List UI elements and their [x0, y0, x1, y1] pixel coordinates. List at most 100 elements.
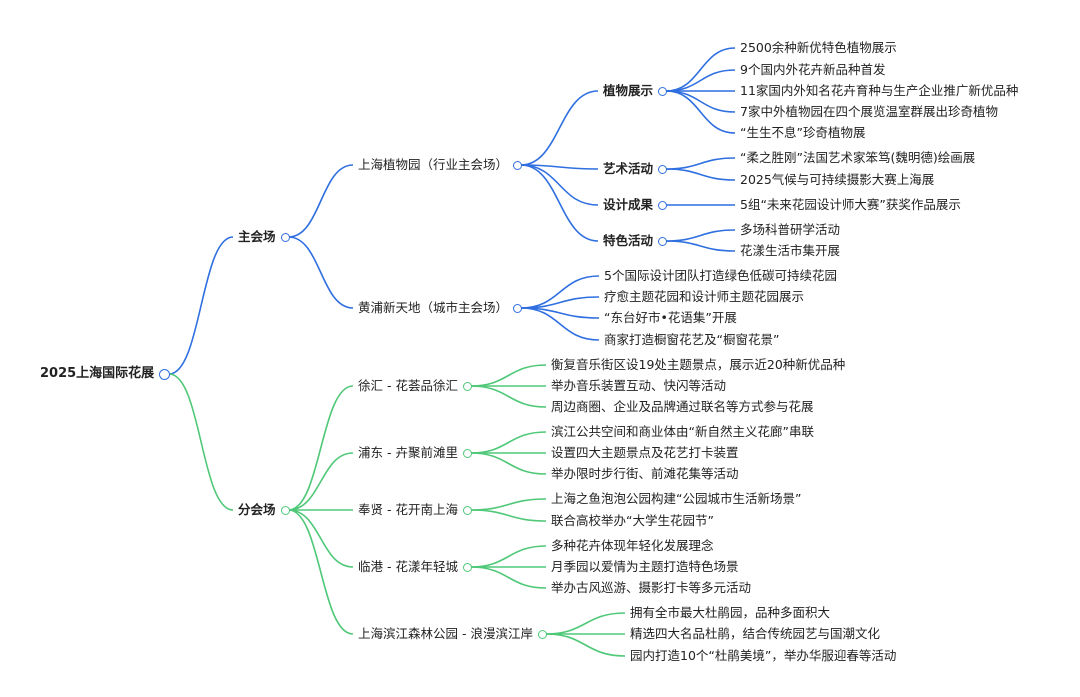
collapse-toggle[interactable]: [462, 562, 472, 572]
leaf-node[interactable]: 举办音乐装置互动、快闪等活动: [551, 378, 726, 394]
connector-line: [288, 509, 354, 635]
group-node[interactable]: 植物展示: [603, 83, 668, 99]
venue-node[interactable]: 临港 - 花漾年轻城: [358, 559, 472, 575]
leaf-node[interactable]: 举办限时步行街、前滩花集等活动: [551, 466, 739, 482]
leaf-node[interactable]: “生生不息”珍奇植物展: [740, 125, 865, 141]
node-label: 举办古风巡游、摄影打卡等多元活动: [551, 580, 752, 595]
node-label: 11家国内外知名花卉育种与生产企业推广新优品种: [740, 83, 1019, 98]
connector-line: [470, 452, 547, 475]
venue-node[interactable]: 黄浦新天地（城市主会场）: [358, 300, 523, 316]
collapse-toggle[interactable]: [462, 505, 472, 515]
connector-line: [470, 566, 547, 589]
node-label: 5个国际设计团队打造绿色低碳可持续花园: [604, 268, 837, 283]
leaf-node[interactable]: 商家打造橱窗花艺及“橱窗花景”: [604, 332, 779, 348]
main-venue-node[interactable]: 主会场: [238, 229, 290, 245]
connector-line: [169, 373, 234, 511]
leaf-node[interactable]: 多场科普研学活动: [740, 222, 840, 238]
leaf-node[interactable]: 2025气候与可持续摄影大赛上海展: [740, 172, 934, 188]
node-label: 周边商圈、企业及品牌通过联名等方式参与花展: [551, 399, 814, 414]
node-label: 2025气候与可持续摄影大赛上海展: [740, 172, 935, 187]
leaf-node[interactable]: “东台好市•花语集”开展: [604, 310, 737, 326]
node-label: 上海之鱼泡泡公园构建“公园城市生活新场景”: [551, 491, 802, 506]
connector-line: [666, 90, 736, 134]
node-label: 联合高校举办“大学生花园节”: [551, 513, 714, 528]
node-label: 奉贤 - 花开南上海: [358, 502, 458, 517]
collapse-toggle[interactable]: [462, 381, 472, 391]
connector-line: [545, 612, 626, 635]
node-label: 园内打造10个“杜鹃美境”，举办华服迎春等活动: [630, 648, 897, 663]
connector-line: [521, 164, 599, 206]
collapse-toggle[interactable]: [658, 200, 668, 210]
leaf-node[interactable]: 设置四大主题景点及花艺打卡装置: [551, 445, 739, 461]
collapse-toggle[interactable]: [658, 236, 668, 246]
leaf-node[interactable]: 联合高校举办“大学生花园节”: [551, 513, 714, 529]
connector-line: [470, 498, 547, 511]
node-label: 9个国内外花卉新品种首发: [740, 62, 886, 77]
leaf-node[interactable]: 上海之鱼泡泡公园构建“公园城市生活新场景”: [551, 491, 801, 507]
leaf-node[interactable]: 精选四大名品杜鹃，结合传统园艺与国潮文化: [630, 626, 880, 642]
sub-venue-node[interactable]: 分会场: [238, 502, 290, 518]
leaf-node[interactable]: 园内打造10个“杜鹃美境”，举办华服迎春等活动: [630, 648, 896, 664]
node-label: 多种花卉体现年轻化发展理念: [551, 538, 714, 553]
node-label: 浦东 - 卉聚前滩里: [358, 445, 458, 460]
group-node[interactable]: 特色活动: [603, 233, 668, 249]
connector-line: [470, 364, 547, 387]
venue-node[interactable]: 上海植物园（行业主会场）: [358, 157, 523, 173]
venue-node[interactable]: 徐汇 - 花荟品徐汇: [358, 378, 472, 394]
connector-line: [288, 509, 354, 568]
collapse-toggle[interactable]: [658, 164, 668, 174]
collapse-toggle[interactable]: [537, 629, 547, 639]
connector-line: [288, 385, 354, 511]
collapse-toggle[interactable]: [280, 505, 290, 515]
leaf-node[interactable]: 月季园以爱情为主题打造特色场景: [551, 559, 739, 575]
node-label: 花漾生活市集开展: [740, 243, 841, 258]
venue-node[interactable]: 浦东 - 卉聚前滩里: [358, 445, 472, 461]
node-label: 黄浦新天地（城市主会场）: [358, 300, 509, 315]
collapse-toggle[interactable]: [280, 232, 290, 242]
node-label: “柔之胜刚”法国艺术家笨笃(魏明德)绘画展: [740, 150, 976, 165]
node-label: 精选四大名品杜鹃，结合传统园艺与国潮文化: [630, 626, 881, 641]
connector-line: [545, 633, 626, 657]
node-label: 商家打造橱窗花艺及“橱窗花景”: [604, 332, 780, 347]
collapse-toggle[interactable]: [159, 368, 171, 380]
connector-line: [521, 307, 600, 319]
connector-line: [666, 47, 736, 92]
node-label: 特色活动: [603, 233, 654, 248]
connector-line: [470, 431, 547, 454]
leaf-node[interactable]: 7家中外植物园在四个展览温室群展出珍奇植物: [740, 104, 998, 120]
collapse-toggle[interactable]: [462, 448, 472, 458]
leaf-node[interactable]: 2500余种新优特色植物展示: [740, 40, 897, 56]
leaf-node[interactable]: 9个国内外花卉新品种首发: [740, 62, 885, 78]
node-label: 疗愈主题花园和设计师主题花园展示: [604, 289, 805, 304]
leaf-node[interactable]: 11家国内外知名花卉育种与生产企业推广新优品种: [740, 83, 1018, 99]
node-label: 设计成果: [603, 197, 654, 212]
connector-line: [470, 509, 547, 522]
leaf-node[interactable]: 周边商圈、企业及品牌通过联名等方式参与花展: [551, 399, 814, 415]
node-label: 临港 - 花漾年轻城: [358, 559, 458, 574]
node-label: 植物展示: [603, 83, 654, 98]
collapse-toggle[interactable]: [513, 303, 523, 313]
leaf-node[interactable]: 拥有全市最大杜鹃园，品种多面积大: [630, 605, 830, 621]
leaf-node[interactable]: 举办古风巡游、摄影打卡等多元活动: [551, 580, 751, 596]
node-label: 2500余种新优特色植物展示: [740, 40, 897, 55]
leaf-node[interactable]: 花漾生活市集开展: [740, 243, 840, 259]
collapse-toggle[interactable]: [513, 160, 523, 170]
leaf-node[interactable]: “柔之胜刚”法国艺术家笨笃(魏明德)绘画展: [740, 150, 975, 166]
connector-line: [666, 157, 736, 170]
group-node[interactable]: 艺术活动: [603, 161, 668, 177]
root-node[interactable]: 2025上海国际花展: [40, 366, 171, 382]
leaf-node[interactable]: 5个国际设计团队打造绿色低碳可持续花园: [604, 268, 837, 284]
collapse-toggle[interactable]: [658, 86, 668, 96]
leaf-node[interactable]: 衡复音乐街区设19处主题景点，展示近20种新优品种: [551, 357, 845, 373]
leaf-node[interactable]: 滨江公共空间和商业体由“新自然主义花廊”串联: [551, 424, 814, 440]
leaf-node[interactable]: 多种花卉体现年轻化发展理念: [551, 538, 714, 554]
connector-line: [521, 307, 600, 341]
venue-node[interactable]: 上海滨江森林公园 - 浪漫滨江岸: [358, 626, 547, 642]
node-label: 艺术活动: [603, 161, 654, 176]
connector-line: [288, 452, 354, 511]
venue-node[interactable]: 奉贤 - 花开南上海: [358, 502, 472, 518]
leaf-node[interactable]: 5组“未来花园设计师大赛”获奖作品展示: [740, 197, 961, 213]
group-node[interactable]: 设计成果: [603, 197, 668, 213]
node-label: 主会场: [238, 229, 276, 244]
leaf-node[interactable]: 疗愈主题花园和设计师主题花园展示: [604, 289, 804, 305]
